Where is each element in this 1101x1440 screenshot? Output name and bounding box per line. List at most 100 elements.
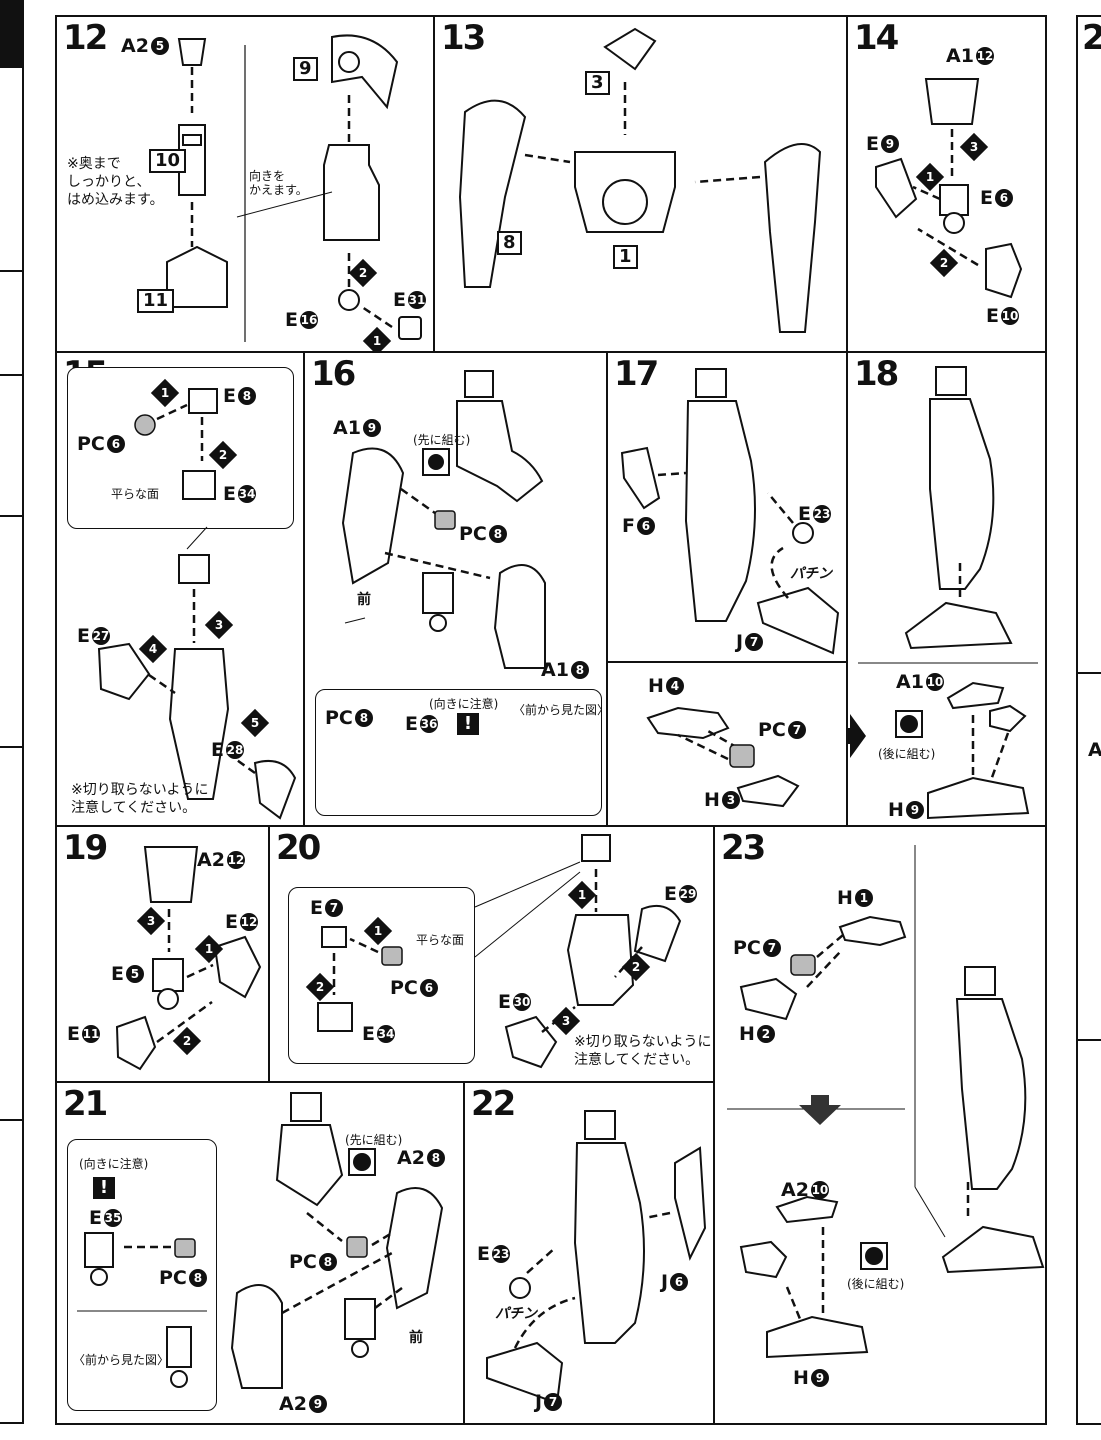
- part-11-box: 11: [137, 289, 175, 313]
- step-15-panel: 15 E8 PC6 平らな面 E34 E27 E28 ※切り取らないように 注意…: [55, 351, 305, 827]
- flat-surface-note: 平らな面: [416, 933, 465, 947]
- note-insert-fully: ※奥まで しっかりと、 はめ込みます。: [67, 156, 164, 208]
- assemble-first-note: (先に組む): [413, 433, 471, 447]
- right-step-number: 2: [1082, 18, 1101, 58]
- step-number: 18: [854, 354, 899, 394]
- part-3-box: 3: [585, 71, 610, 95]
- front-label: 前: [357, 592, 371, 608]
- step-19-illustration: [115, 846, 262, 1071]
- step-13-illustration: [458, 27, 822, 333]
- left-page-edge: [0, 0, 24, 1424]
- direction-caution: (向きに注意): [429, 697, 499, 711]
- front-label: 前: [409, 1330, 423, 1346]
- part-1-box: 1: [613, 245, 638, 269]
- caution-note: ※切り取らないように 注意してください。: [71, 782, 209, 816]
- step-number: 20: [276, 828, 321, 868]
- snap-sound: パチン: [790, 566, 832, 582]
- caution-note: ※切り取らないように 注意してください。: [574, 1034, 712, 1068]
- step-14-illustration: [875, 78, 1023, 299]
- step-number: 12: [63, 18, 108, 58]
- assemble-after-note: (後に組む): [847, 1277, 905, 1291]
- step-22-illustration: [486, 1110, 707, 1405]
- proceed-arrow-icon: [848, 714, 866, 758]
- step-number: 22: [471, 1084, 516, 1124]
- step-number: 23: [721, 828, 766, 868]
- front-view-note: 〈前から見た図〉: [513, 703, 608, 717]
- part-9-box: 9: [293, 57, 318, 81]
- step-17-illustration: [620, 368, 840, 655]
- front-view-note: 〈前から見た図〉: [73, 1353, 170, 1367]
- step-number: 13: [441, 18, 486, 58]
- part-8-box: 8: [497, 231, 522, 255]
- step-23-illustration: [727, 845, 1045, 1359]
- step-number: 21: [63, 1084, 108, 1124]
- assemble-first-note: (先に組む): [345, 1133, 403, 1147]
- flat-surface-note: 平らな面: [111, 487, 160, 501]
- step-20-illustration: [317, 834, 682, 1069]
- direction-caution: (向きに注意): [79, 1157, 149, 1171]
- step-number: 17: [614, 354, 659, 394]
- warning-icon: !: [93, 1177, 115, 1199]
- snap-sound: パチン: [495, 1306, 537, 1322]
- right-part-label: A: [1088, 739, 1101, 761]
- detail-bubble: [67, 367, 294, 529]
- step-18-illustration: [858, 366, 1038, 820]
- step-21-illustration: [77, 1092, 444, 1389]
- step-15-illustration: [97, 388, 297, 820]
- left-black-tab: [0, 2, 22, 68]
- step-17b-illustration: [646, 706, 800, 808]
- step-number: 16: [311, 354, 356, 394]
- right-page-edge: 2 A: [1076, 15, 1101, 1425]
